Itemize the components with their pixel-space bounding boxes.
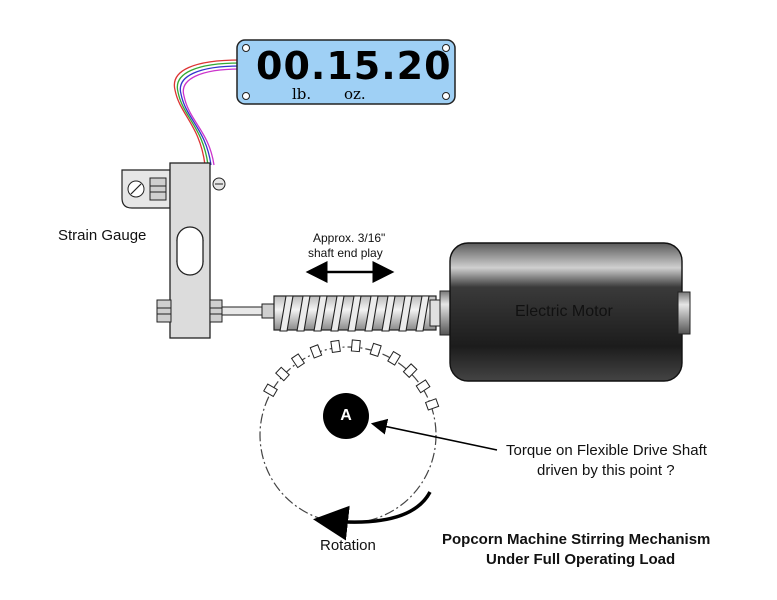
wheel-tooth — [330, 339, 341, 353]
sensor-cable — [173, 59, 241, 166]
worm-gear — [273, 295, 453, 332]
point-a-marker — [323, 393, 369, 439]
worm-thread — [279, 295, 294, 332]
wheel-tooth — [275, 366, 290, 382]
connecting-rod — [221, 303, 275, 319]
worm-thread — [364, 295, 379, 332]
torque-label-line1: Torque on Flexible Drive Shaft — [506, 442, 707, 459]
display-unit-lb: lb. — [292, 85, 312, 103]
wheel-tooth — [369, 342, 382, 357]
torque-label-line2: driven by this point ? — [537, 462, 675, 479]
end-play-label-line1: Approx. 3/16" — [313, 231, 386, 245]
wheel-tooth — [309, 344, 323, 359]
strain-gauge-label: Strain Gauge — [58, 227, 147, 244]
rotation-label: Rotation — [320, 537, 376, 554]
mounting-bracket — [121, 169, 171, 209]
wheel-tooth — [402, 363, 418, 379]
wheel-tooth — [290, 353, 306, 369]
wheel-tooth — [424, 398, 440, 411]
display-unit-oz: oz. — [344, 85, 366, 103]
digital-display — [236, 39, 456, 105]
wheel-tooth — [263, 383, 278, 398]
torque-pointer-arrow — [370, 418, 498, 451]
wheel-tooth — [387, 350, 402, 366]
worm-thread — [381, 295, 396, 332]
worm-thread — [415, 295, 430, 332]
worm-thread — [330, 295, 345, 332]
diagram-title-line2: Under Full Operating Load — [486, 551, 676, 568]
diagram-title-line1: Popcorn Machine Stirring Mechanism — [442, 531, 711, 548]
worm-thread — [313, 295, 328, 332]
electric-motor — [439, 242, 691, 382]
end-play-label-line2: shaft end play — [308, 246, 383, 260]
wheel-tooth — [350, 339, 361, 353]
worm-wheel — [259, 339, 440, 524]
worm-thread — [347, 295, 362, 332]
strain-gauge — [156, 162, 226, 339]
worm-thread — [296, 295, 311, 332]
rotation-arrow — [313, 491, 432, 541]
wheel-tooth — [415, 379, 431, 394]
display-reading: 00.15.20 — [256, 44, 452, 88]
worm-thread — [398, 295, 413, 332]
point-a-label: A — [340, 407, 352, 424]
electric-motor-label: Electric Motor — [515, 303, 613, 320]
